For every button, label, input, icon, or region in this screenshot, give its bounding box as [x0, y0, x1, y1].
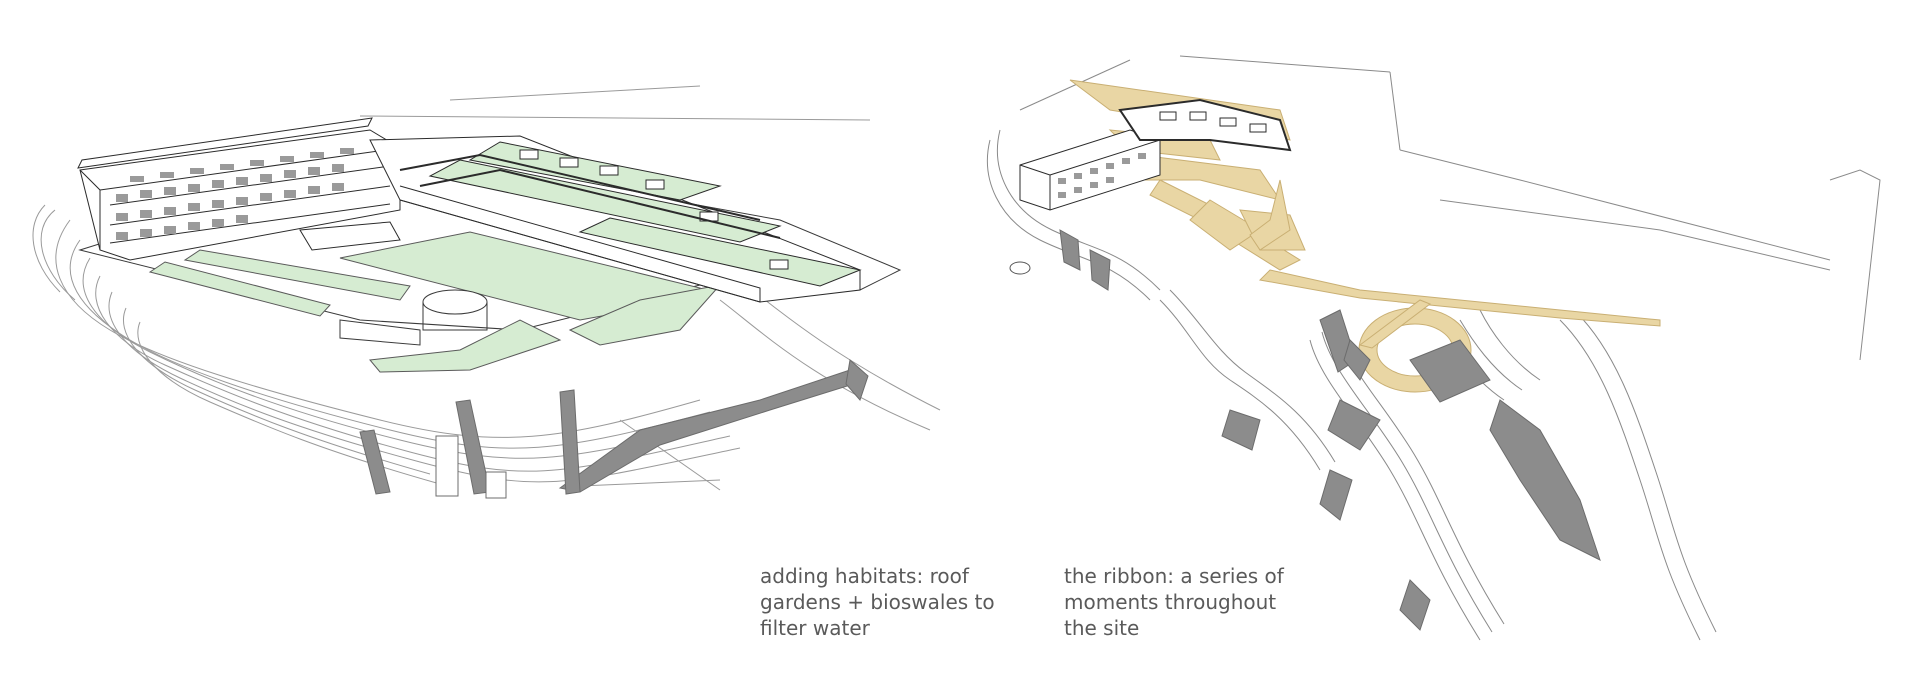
habitats-axonometric-drawing [32, 85, 941, 499]
habitats-caption: adding habitats: roof gardens + bioswale… [760, 564, 995, 640]
circular-plaza [422, 289, 488, 315]
ribbon-axonometric-view [960, 0, 1920, 678]
ribbon-building [1019, 98, 1292, 211]
bioswale-lawns [148, 231, 722, 373]
small-circle [1009, 261, 1031, 275]
section-cut [359, 359, 869, 495]
ribbon-axonometric-drawing [986, 55, 1881, 641]
steps [339, 319, 421, 346]
roof-skylights [519, 149, 789, 270]
main-building [77, 117, 401, 261]
courtyard-pavilion [299, 221, 401, 251]
plaza-wall [422, 302, 488, 331]
retaining-columns [435, 435, 507, 499]
facade-windows [116, 148, 354, 240]
habitats-axonometric-view [0, 0, 960, 520]
green-roof-wing [369, 135, 862, 303]
ribbon-section-cuts [1059, 229, 1601, 631]
ribbon-caption: the ribbon: a series of moments througho… [1064, 564, 1284, 640]
